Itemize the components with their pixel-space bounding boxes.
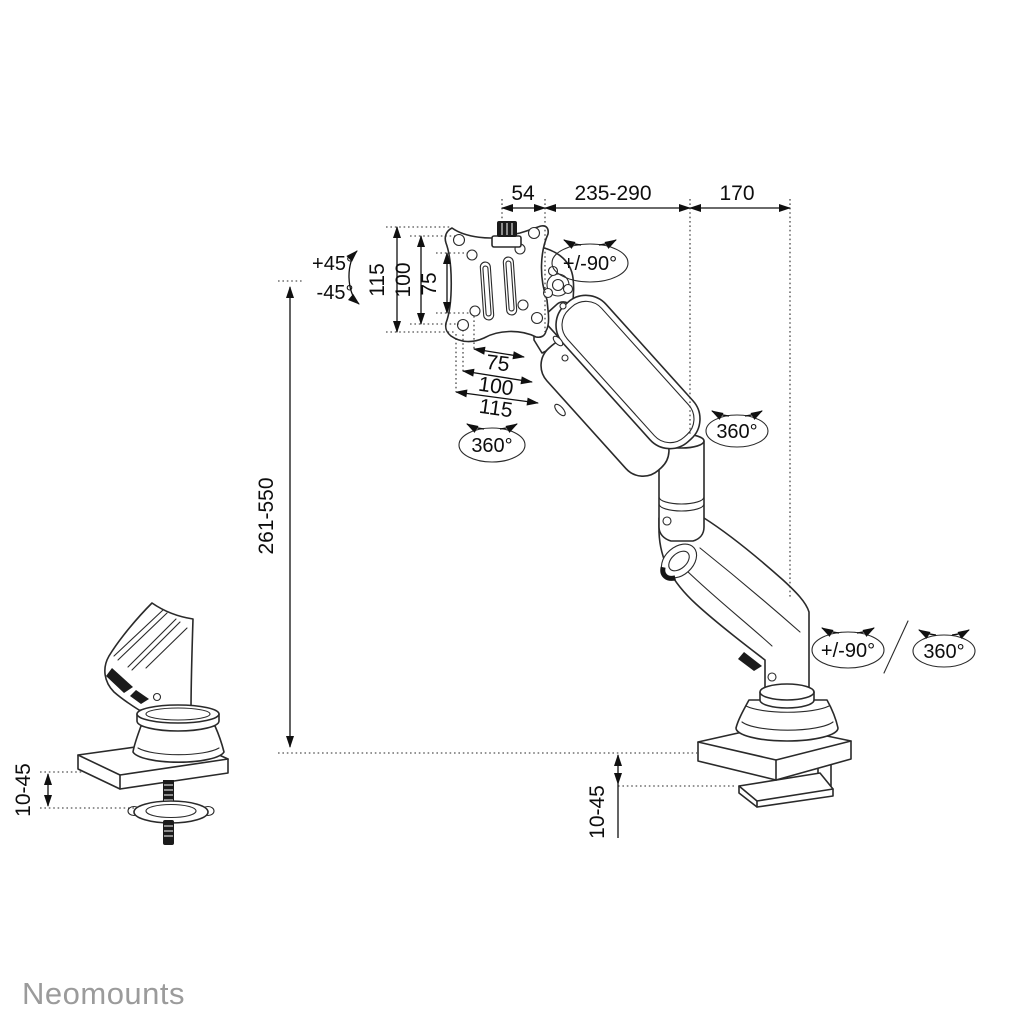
dim-grommet-10-45: 10-45 (12, 763, 52, 817)
dim-vesa-100: 100 (392, 235, 425, 325)
rotation-arm-right: 360° (705, 410, 769, 448)
dim-label-vesa-75: 75 (418, 272, 441, 295)
dim-clamp-10-45: 10-45 (586, 754, 622, 839)
vesa-pivot (542, 265, 574, 347)
upper-arm (540, 294, 701, 477)
dim-label-261-550: 261-550 (255, 477, 278, 554)
dim-top-170: 170 (689, 182, 791, 212)
vesa-slot-left (479, 261, 495, 321)
vesa-plate (444, 225, 550, 343)
grommet-rod (163, 780, 174, 807)
dim-label-vesa-100: 100 (392, 262, 415, 297)
arm-rotation-right-label: 360° (716, 421, 757, 443)
vesa-slot-right (502, 256, 518, 316)
grommet-base (77, 704, 229, 790)
dim-label-170: 170 (719, 182, 754, 205)
dim-vesa-75: 75 (418, 252, 451, 314)
grommet-figure (77, 602, 229, 845)
dim-label-clamp-10-45: 10-45 (586, 785, 609, 839)
brand-logo: Neomounts (22, 976, 185, 1011)
dim-vesa-115: 115 (366, 226, 401, 333)
dim-top-235-290: 235-290 (544, 182, 691, 212)
dim-vesa-width-100: 100 (462, 368, 533, 400)
grommet-tube (104, 602, 194, 713)
dim-vesa-width-115: 115 (455, 389, 539, 422)
separator-slash (883, 620, 909, 674)
dim-label-width-115: 115 (478, 395, 514, 422)
arm-rotation-left-label: 360° (471, 435, 512, 457)
base-rotation-label: 360° (923, 641, 964, 663)
base-collar (759, 683, 815, 709)
dim-top-54: 54 (501, 182, 546, 212)
dim-height-261-550: 261-550 (255, 286, 294, 748)
vesa-thumbscrew (491, 221, 522, 248)
rotation-base-swivel: +/-90° (811, 620, 909, 674)
dim-label-235-290: 235-290 (574, 182, 651, 205)
lower-arm (658, 517, 810, 691)
extension-lines (40, 199, 791, 809)
base-swivel-label: +/-90° (821, 640, 875, 662)
elbow-joint (658, 433, 705, 542)
rotation-vesa-swivel: +/-90° (551, 239, 629, 283)
dim-label-width-75: 75 (485, 351, 511, 377)
dim-label-54: 54 (511, 182, 535, 205)
main-arm-figure (444, 221, 852, 808)
rotation-arm-left: 360° (458, 423, 526, 463)
base-housing (735, 699, 839, 742)
tilt-down-label: -45° (317, 282, 354, 304)
tilt-up-label: +45° (312, 253, 354, 275)
dim-label-grommet-10-45: 10-45 (12, 763, 35, 817)
tilt-annotation: +45° -45° (312, 250, 360, 305)
grommet-wingnut (127, 800, 215, 845)
rotation-base-360: 360° (912, 629, 976, 668)
vesa-swivel-label: +/-90° (563, 253, 617, 275)
dim-label-vesa-115: 115 (366, 263, 389, 296)
